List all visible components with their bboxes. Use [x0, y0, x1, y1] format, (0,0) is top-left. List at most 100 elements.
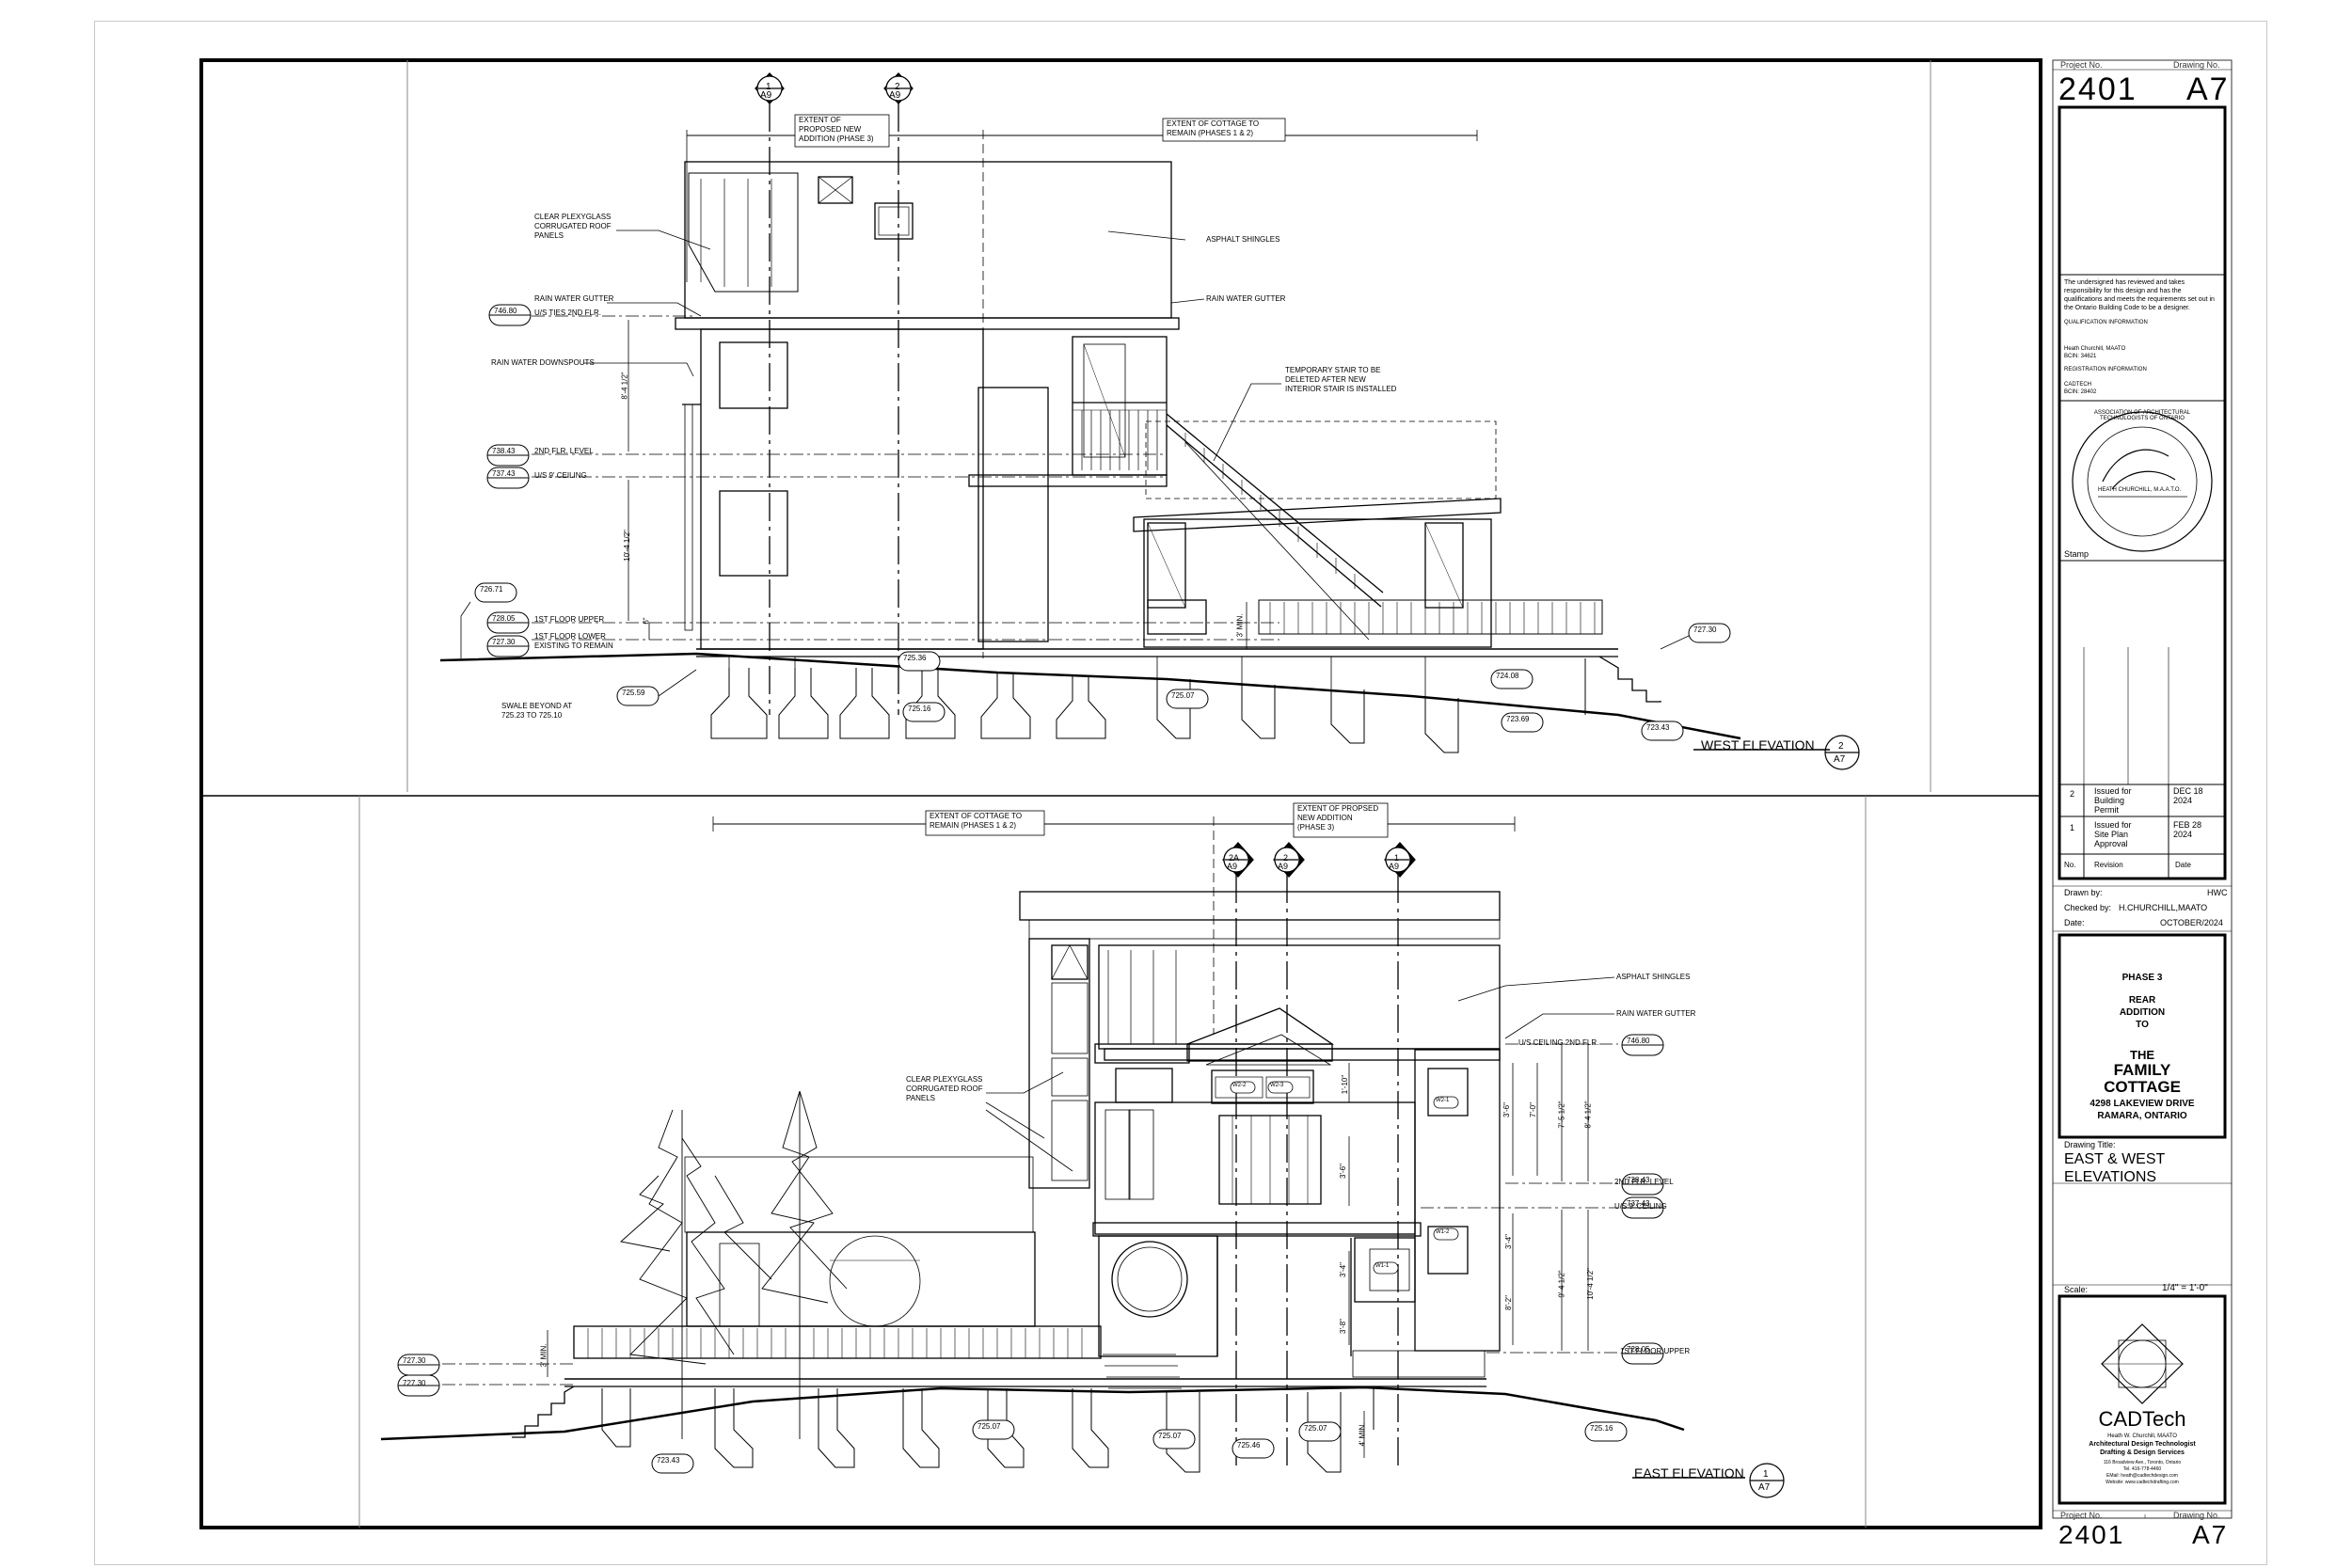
existing-note: EXISTING TO REMAIN — [534, 641, 613, 650]
dim-lower: 10'-4 1/2" — [622, 530, 631, 562]
checked-value: H.CHURCHILL,MAATO — [2119, 903, 2208, 912]
qual-bcin: BCIN: 34621 — [2064, 354, 2097, 359]
east-grade-5: 725.16 — [1590, 1424, 1613, 1433]
drawing-no-bottom: A7 — [2192, 1520, 2229, 1549]
dim-6in: 6" — [642, 617, 651, 625]
east-note-asphalt: ASPHALT SHINGLES — [1616, 973, 1691, 981]
east-grade-0: 723.43 — [657, 1456, 680, 1465]
east-dim-0: 1'-10" — [1341, 1074, 1350, 1095]
dim-upper: 8'-4 1/2" — [620, 372, 629, 400]
rev-1-date-1: FEB 28 — [2173, 820, 2202, 830]
rev-header-date: Date — [2175, 861, 2191, 869]
east-level-value-2nd: 738.43 — [1627, 1176, 1650, 1184]
section-marker-2a — [1222, 842, 1254, 878]
window-tag-w2-2: W2-2 — [1232, 1083, 1247, 1088]
east-extent-new-3: (PHASE 3) — [1297, 823, 1335, 832]
note-asphalt: ASPHALT SHINGLES — [1206, 235, 1280, 244]
title-family: FAMILY — [2113, 1061, 2171, 1079]
east-section-num-2: 2 — [1283, 853, 1289, 863]
east-dim-12: 3' MIN. — [539, 1343, 548, 1368]
logo-line1: Architectural Design Technologist — [2089, 1441, 2196, 1448]
project-no-bottom: 2401 — [2058, 1520, 2125, 1549]
section-num-2: 2 — [895, 82, 900, 92]
east-ref-sheet: A7 — [1758, 1482, 1771, 1493]
east-dim-7: 3'-4" — [1338, 1262, 1347, 1277]
project-no: 2401 — [2058, 71, 2137, 107]
section-sheet-1: A9 — [760, 90, 772, 101]
east-section-sheet-1: A9 — [1389, 862, 1400, 871]
east-level-label-1st: 1ST FLOOR UPPER — [1620, 1347, 1691, 1355]
east-grade-1: 725.07 — [977, 1422, 1001, 1431]
logo-mark — [2101, 1323, 2184, 1404]
rev-1-desc-2: Site Plan — [2094, 830, 2129, 839]
drawing-frame — [199, 58, 2042, 1529]
east-section-num-1: 1 — [1394, 853, 1400, 863]
note-plexiglass-2: CORRUGATED ROOF — [534, 222, 612, 230]
note-downspouts: RAIN WATER DOWNSPOUTS — [491, 358, 595, 367]
level-value-ties: 746.80 — [494, 307, 517, 315]
drawing-no-label: Drawing No. — [2173, 60, 2220, 70]
reg-name: CADTECH — [2064, 382, 2092, 388]
title-block-frame — [2052, 59, 2233, 1519]
note-extent-new-3: ADDITION (PHASE 3) — [799, 135, 874, 143]
rev-2-no: 2 — [2070, 789, 2075, 799]
east-level-value-ceiling9: 737.43 — [1627, 1199, 1650, 1208]
note-temp-stair-2: DELETED AFTER NEW — [1285, 375, 1366, 384]
east-note-gutter: RAIN WATER GUTTER — [1616, 1009, 1696, 1018]
east-dim-13: 4' MIN. — [1358, 1422, 1367, 1447]
scale-label: Scale: — [2064, 1285, 2089, 1294]
level-label-ceiling: U/S 9' CEILING — [534, 471, 587, 480]
east-section-num-2a: 2A — [1229, 853, 1240, 863]
grade-1: 725.59 — [622, 689, 645, 697]
rev-2-desc-1: Issued for — [2094, 786, 2132, 796]
title-to: TO — [2136, 1020, 2149, 1030]
east-left-level-1: 727.30 — [403, 1379, 426, 1387]
logo-line2: Drafting & Design Services — [2100, 1449, 2185, 1456]
section-marker-2e — [1273, 842, 1305, 878]
east-extent-new-2: NEW ADDITION — [1297, 814, 1353, 822]
east-elevation — [380, 802, 1785, 1498]
title-cottage: COTTAGE — [2104, 1078, 2181, 1096]
rev-2-date-1: DEC 18 — [2173, 786, 2203, 796]
rev-header-no: No. — [2064, 861, 2076, 869]
logo-person: Heath W. Churchill, MAATO — [2107, 1433, 2177, 1439]
east-elevation-title: EAST ELEVATION — [1634, 1465, 1744, 1481]
qual-name: Heath Churchill, MAATO — [2064, 346, 2126, 352]
note-temp-stair-3: INTERIOR STAIR IS INSTALLED — [1285, 385, 1397, 393]
east-ref-num: 1 — [1763, 1469, 1769, 1480]
rev-2-desc-2: Building — [2094, 796, 2125, 805]
east-grade-2: 725.07 — [1158, 1432, 1182, 1440]
date-value: OCTOBER/2024 — [2160, 918, 2223, 927]
logo-contact3: EMail: heath@cadtechdesign.com — [2106, 1473, 2178, 1479]
east-extent-cottage-2: REMAIN (PHASES 1 & 2) — [930, 821, 1017, 830]
note-extent-new-2: PROPOSED NEW — [799, 125, 862, 134]
east-dim-9: 8'-2" — [1503, 1295, 1513, 1310]
note-temp-stair-1: TEMPORARY STAIR TO BE — [1285, 366, 1381, 374]
drawing-title-1: EAST & WEST — [2064, 1151, 2166, 1167]
drawing-title-label: Drawing Title: — [2064, 1140, 2116, 1149]
project-no-label-bottom: Project No. — [2060, 1511, 2103, 1520]
title-phase: PHASE 3 — [2122, 973, 2163, 983]
note-extent-cottage-2: REMAIN (PHASES 1 & 2) — [1167, 129, 1254, 137]
west-ref-sheet: A7 — [1834, 754, 1846, 765]
window-tag-w1-2: W1-2 — [1436, 1229, 1450, 1235]
west-elevation — [439, 72, 1860, 770]
note-plexiglass-3: PANELS — [534, 231, 564, 240]
title-the: THE — [2130, 1048, 2154, 1062]
rev-header-revision: Revision — [2094, 861, 2123, 869]
window-tag-w2-1: W2-1 — [1436, 1098, 1450, 1103]
note-swale-2: 725.23 TO 725.10 — [501, 711, 563, 720]
title-addition: ADDITION — [2119, 1007, 2166, 1018]
note-gutter-right: RAIN WATER GUTTER — [1206, 294, 1286, 303]
title-rear: REAR — [2128, 995, 2156, 1006]
east-level-label-2nd: 2ND FLR. LEVEL — [1614, 1178, 1674, 1186]
cert-text: The undersigned has reviewed and takes r… — [2064, 279, 2215, 311]
grade-3: 725.16 — [908, 705, 931, 713]
section-marker-1 — [755, 72, 785, 104]
level-value-2nd: 738.43 — [492, 447, 516, 455]
grade-7: 723.43 — [1646, 723, 1670, 732]
level-value-ceiling: 737.43 — [492, 469, 516, 478]
grade-2: 725.36 — [903, 654, 927, 662]
east-dim-2: 7'-0" — [1528, 1102, 1537, 1117]
